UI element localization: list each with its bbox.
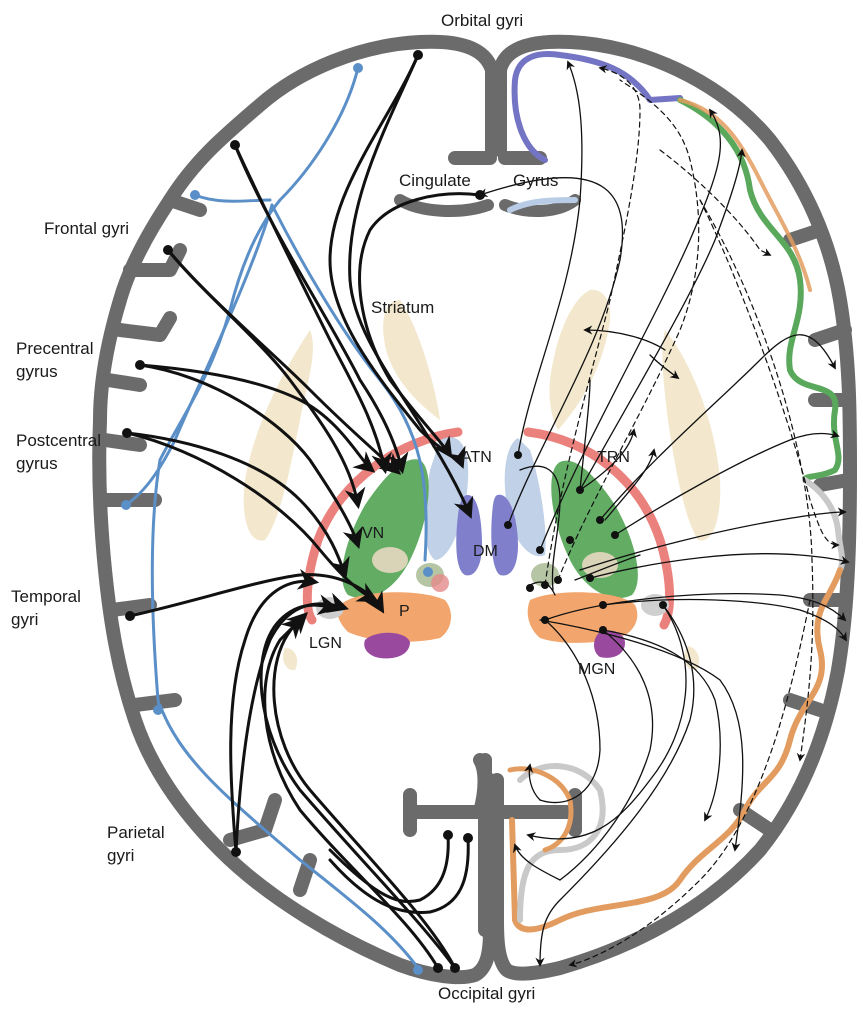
orange-frontal-path	[680, 100, 810, 290]
label-precentral-gyrus: gyrus	[16, 361, 58, 382]
label-p: P	[399, 601, 410, 622]
geniculate-left	[364, 633, 410, 659]
label-atn: ATN	[461, 447, 492, 468]
label-cingulate: Cingulate	[399, 170, 471, 191]
label-gyrus: Gyrus	[513, 170, 558, 191]
label-lgn: LGN	[309, 633, 342, 654]
dm-left	[456, 495, 482, 575]
label-dm: DM	[473, 541, 498, 562]
striatum-right-outer	[662, 330, 720, 541]
label-temporal-gyri: gyri	[11, 609, 38, 630]
label-frontal-gyri: Frontal gyri	[44, 218, 129, 239]
label-parietal: Parietal	[107, 822, 165, 843]
label-postcentral-gyrus: gyrus	[16, 453, 58, 474]
orbital-path	[515, 54, 680, 160]
label-orbital-gyri: Orbital gyri	[441, 10, 523, 31]
label-precentral: Precentral	[16, 338, 93, 359]
label-temporal: Temporal	[11, 586, 81, 607]
label-trn: TRN	[597, 447, 630, 468]
label-mgn: MGN	[578, 659, 615, 680]
midline-front	[492, 70, 500, 150]
label-striatum: Striatum	[371, 297, 434, 318]
striatum-left-caudate	[383, 300, 440, 420]
striatum-right-caudate	[549, 290, 610, 430]
label-parietal-gyri: gyri	[107, 845, 134, 866]
label-occipital-gyri: Occipital gyri	[438, 983, 535, 1004]
label-postcentral: Postcentral	[16, 430, 101, 451]
label-vn: VN	[362, 523, 384, 544]
